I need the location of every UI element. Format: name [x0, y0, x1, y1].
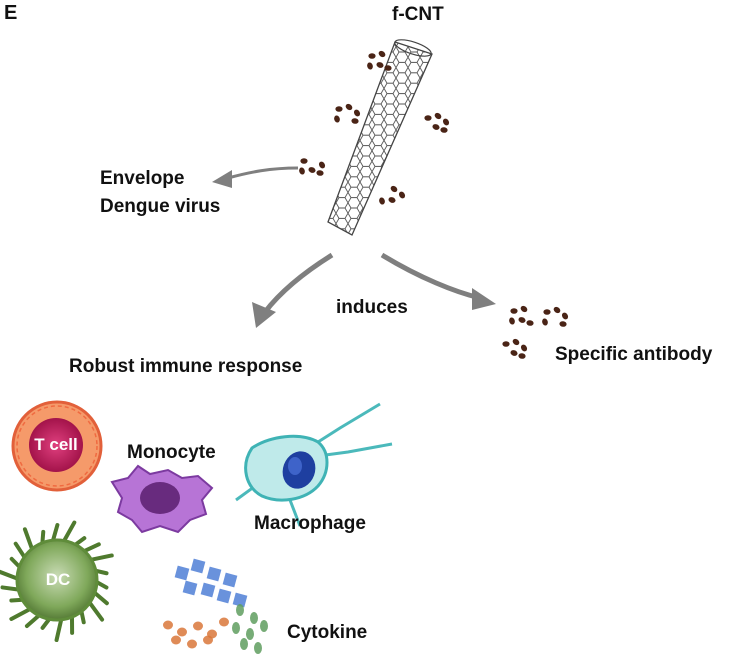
cytokine-particle	[232, 622, 240, 634]
cytokine-particles	[163, 558, 268, 654]
monocyte-cell	[110, 464, 214, 534]
panel-letter: E	[4, 2, 18, 24]
cytokine-particle	[200, 582, 216, 598]
label-fcnt: f-CNT	[392, 4, 444, 25]
antigen-clusters	[299, 50, 569, 359]
label-macrophage: Macrophage	[254, 513, 366, 534]
cytokine-particle	[193, 621, 203, 631]
cytokine-particle	[260, 620, 268, 632]
label-dc: DC	[45, 570, 71, 589]
cytokine-particle	[236, 604, 244, 616]
cytokine-particle	[232, 592, 248, 608]
cytokine-particle	[182, 580, 198, 596]
antigen-cluster	[509, 305, 534, 326]
cytokine-particle	[206, 566, 222, 582]
antigen-cluster	[542, 306, 569, 327]
antigen-cluster	[424, 112, 450, 133]
cytokine-particle	[250, 612, 258, 624]
cytokine-particle	[254, 642, 262, 654]
cytokine-particle	[222, 572, 238, 588]
cytokine-particle	[190, 558, 206, 574]
label-t-cell: T cell	[34, 435, 78, 454]
antigen-cluster	[299, 158, 326, 176]
cytokine-particle	[163, 620, 173, 630]
label-induces: induces	[336, 297, 408, 318]
cytokine-particle	[187, 639, 197, 649]
macrophage-cell	[235, 402, 393, 527]
cytokine-particle	[216, 588, 232, 604]
arrow-to-envelope	[212, 166, 299, 188]
label-monocyte: Monocyte	[127, 442, 216, 463]
cytokine-particle	[246, 628, 254, 640]
carbon-nanotube	[327, 39, 433, 236]
arrow-to-antibody	[380, 252, 496, 310]
antigen-cluster	[334, 103, 361, 124]
dendritic-cell	[0, 520, 114, 642]
cytokine-particle	[177, 627, 187, 637]
arrow-to-immune-response	[252, 252, 334, 328]
t-cell	[11, 400, 103, 492]
cytokine-particle	[203, 635, 213, 645]
label-dengue-virus: Dengue virus	[100, 196, 221, 217]
label-robust-immune-response: Robust immune response	[69, 356, 303, 377]
cytokine-particle	[174, 565, 190, 581]
cytokine-particle	[219, 617, 229, 627]
antigen-cluster	[367, 50, 392, 71]
cytokine-particle	[171, 635, 181, 645]
label-envelope: Envelope	[100, 168, 185, 189]
cytokine-particle	[240, 638, 248, 650]
label-specific-antibody: Specific antibody	[555, 344, 713, 365]
antigen-cluster	[379, 185, 406, 205]
antigen-cluster	[502, 338, 528, 359]
label-cytokine: Cytokine	[287, 622, 368, 643]
